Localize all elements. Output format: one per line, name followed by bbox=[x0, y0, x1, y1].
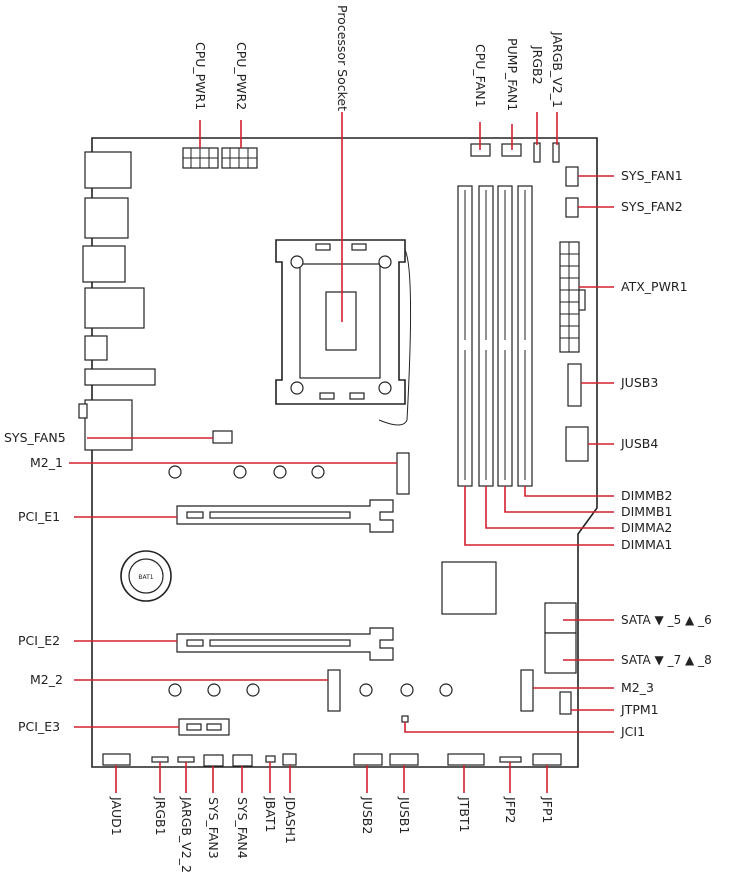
pci-e3-label: PCI_E3 bbox=[18, 719, 60, 734]
jusb4-label: JUSB4 bbox=[620, 436, 658, 451]
pci-e2-label: PCI_E2 bbox=[18, 633, 60, 648]
processor-socket-drawing bbox=[275, 239, 412, 426]
m2-3-label: M2_3 bbox=[621, 680, 654, 695]
jaud1-label: JAUD1 bbox=[109, 796, 124, 836]
jci1-label: JCI1 bbox=[620, 724, 645, 739]
sys-fan3-header bbox=[203, 754, 224, 767]
cpu-pwr1-label: CPU_PWR1 bbox=[193, 42, 208, 110]
jusb4-connector bbox=[565, 426, 589, 462]
pump-fan1-label: PUMP_FAN1 bbox=[505, 38, 520, 111]
jtbt1-label: JTBT1 bbox=[457, 796, 472, 833]
bottom-labels: JAUD1 JRGB1 JARGB_V2_2 SYS_FAN3 SYS_FAN4… bbox=[109, 796, 555, 873]
processor-socket-label: Processor Socket bbox=[335, 5, 350, 111]
m2-1-label: M2_1 bbox=[30, 455, 63, 470]
leader-lines bbox=[69, 112, 614, 793]
jrgb2-header bbox=[533, 142, 541, 163]
pci-e1-label: PCI_E1 bbox=[18, 509, 60, 524]
jdash1-label: JDASH1 bbox=[283, 796, 298, 844]
m2-2-slot bbox=[168, 669, 453, 712]
m2-3-slot bbox=[520, 669, 534, 712]
jbat1-label: JBAT1 bbox=[263, 796, 278, 832]
m2-2-label: M2_2 bbox=[30, 672, 63, 687]
jargb-v2-1-header bbox=[552, 142, 560, 163]
cpu-pwr2-label: CPU_PWR2 bbox=[234, 42, 249, 110]
cpu-fan1-label: CPU_FAN1 bbox=[473, 44, 488, 108]
pci-e1-slot bbox=[176, 499, 394, 533]
pci-e3-slot bbox=[178, 718, 230, 736]
rear-io-panel bbox=[78, 151, 156, 451]
cpu-pwr2-connector bbox=[221, 147, 258, 169]
sata-7-8-label: SATA ▼ _7 ▲ _8 bbox=[621, 653, 712, 667]
sata-ports bbox=[544, 602, 577, 674]
sys-fan1-header bbox=[565, 166, 579, 187]
bat1-label: BAT1 bbox=[138, 574, 153, 581]
jrgb1-header bbox=[151, 756, 169, 763]
sys-fan4-label: SYS_FAN4 bbox=[235, 797, 250, 859]
sys-fan5-header bbox=[212, 430, 233, 444]
jci1-header bbox=[401, 715, 409, 723]
jfp1-header bbox=[532, 753, 562, 766]
jaud1-header bbox=[102, 753, 131, 766]
chipset bbox=[441, 561, 497, 615]
jargb-v2-1-label: JARGB_V2_1 bbox=[550, 31, 565, 108]
pci-e2-slot bbox=[176, 627, 394, 661]
jbat1-header bbox=[265, 755, 276, 763]
battery-bat1: BAT1 bbox=[120, 550, 172, 602]
sys-fan3-label: SYS_FAN3 bbox=[206, 797, 221, 859]
jusb1-label: JUSB1 bbox=[397, 796, 412, 834]
jargb-v2-2-header bbox=[177, 756, 195, 763]
sys-fan2-header bbox=[565, 197, 579, 218]
jfp2-header bbox=[499, 756, 522, 763]
dimma2-label: DIMMA2 bbox=[621, 520, 672, 535]
jusb2-header bbox=[353, 753, 383, 766]
sys-fan4-header bbox=[232, 754, 253, 767]
sys-fan5-label: SYS_FAN5 bbox=[4, 430, 66, 445]
sys-fan1-label: SYS_FAN1 bbox=[621, 168, 683, 183]
sata-5-6-label: SATA ▼ _5 ▲ _6 bbox=[621, 613, 712, 627]
jdash1-header bbox=[282, 753, 297, 766]
left-labels: SYS_FAN5 M2_1 PCI_E1 PCI_E2 M2_2 PCI_E3 bbox=[4, 430, 66, 734]
jtpm1-header bbox=[559, 691, 572, 715]
jfp1-label: JFP1 bbox=[540, 796, 555, 823]
jusb2-label: JUSB2 bbox=[360, 796, 375, 834]
jrgb2-label: JRGB2 bbox=[530, 45, 545, 85]
jargb-v2-2-label: JARGB_V2_2 bbox=[179, 796, 194, 873]
dimma1-label: DIMMA1 bbox=[621, 537, 672, 552]
jusb1-header bbox=[389, 753, 419, 766]
cpu-pwr1-connector bbox=[182, 147, 219, 169]
right-labels: SYS_FAN1 SYS_FAN2 ATX_PWR1 JUSB3 JUSB4 D… bbox=[620, 168, 712, 739]
jfp2-label: JFP2 bbox=[503, 796, 518, 823]
jtbt1-header bbox=[447, 753, 485, 766]
dimmb1-label: DIMMB1 bbox=[621, 504, 672, 519]
jusb3-connector bbox=[567, 363, 582, 407]
top-labels: CPU_PWR1 CPU_PWR2 Processor Socket CPU_F… bbox=[193, 5, 565, 111]
jtpm1-label: JTPM1 bbox=[620, 702, 659, 717]
dimmb2-label: DIMMB2 bbox=[621, 488, 672, 503]
m2-1-slot bbox=[168, 452, 410, 495]
jrgb1-label: JRGB1 bbox=[153, 796, 168, 836]
jusb3-label: JUSB3 bbox=[620, 375, 658, 390]
atx-pwr1-label: ATX_PWR1 bbox=[621, 279, 688, 294]
sys-fan2-label: SYS_FAN2 bbox=[621, 199, 683, 214]
atx-pwr1-connector bbox=[559, 241, 586, 353]
